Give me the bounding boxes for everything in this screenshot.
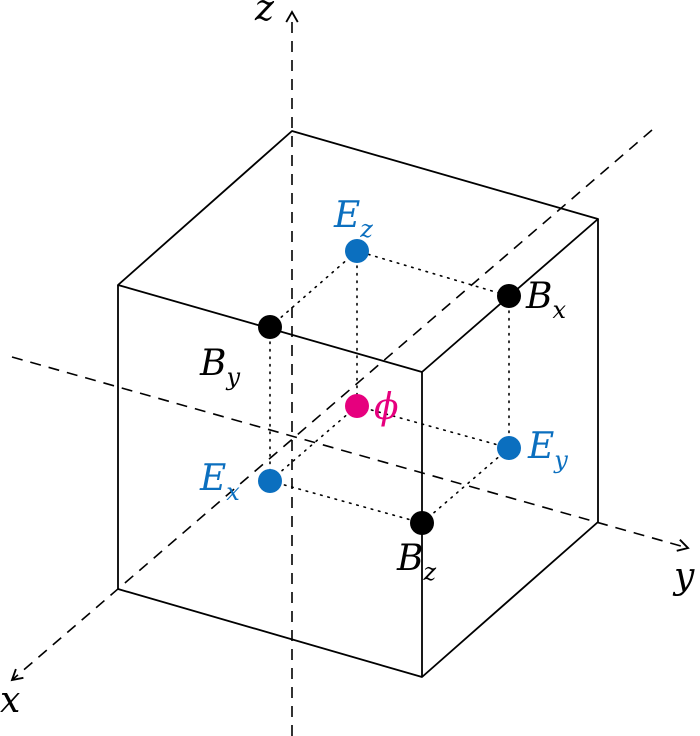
label-ex-sub: x [226, 478, 240, 506]
label-bz-sub: z [422, 558, 436, 586]
node-ez [345, 239, 369, 263]
label-bx-sub: x [552, 296, 566, 324]
label-ez-sub: z [359, 215, 373, 243]
x-axis-label: x [0, 680, 20, 721]
x-axis-line [10, 129, 653, 682]
label-bx-base: B [525, 276, 552, 317]
label-ey: Ey [527, 426, 568, 474]
label-ex-base: E [199, 458, 226, 499]
y-axis-label: y [672, 556, 695, 597]
label-bx: Bx [525, 276, 566, 324]
node-by [258, 315, 282, 339]
label-by-sub: y [225, 363, 240, 391]
label-ez-base: E [333, 195, 360, 236]
label-bz-base: B [396, 538, 423, 579]
dotted-connectors [269, 250, 510, 524]
node-bx [497, 284, 521, 308]
node-labels: Ez Bx By Ex Ey Bz ϕ [199, 195, 568, 586]
label-by: By [199, 343, 240, 391]
inner-ey-bz [421, 447, 510, 524]
label-bz: Bz [396, 538, 436, 586]
label-ex: Ex [199, 458, 240, 506]
z-axis-label: z [254, 0, 275, 29]
label-ey-base: E [527, 426, 554, 467]
label-ez: Ez [333, 195, 373, 243]
y-axis-line [11, 356, 690, 552]
grid-nodes [258, 239, 521, 535]
inner-top-face [269, 250, 510, 328]
coordinate-axes [10, 10, 690, 736]
label-ey-sub: y [553, 446, 568, 474]
label-by-base: B [199, 343, 226, 384]
node-bz [410, 511, 434, 535]
inner-phi-ex [269, 405, 358, 482]
node-phi [345, 394, 369, 418]
axis-labels: z y x [0, 0, 695, 721]
label-phi: ϕ [374, 387, 399, 428]
node-ex [258, 469, 282, 493]
node-ey [497, 436, 521, 460]
